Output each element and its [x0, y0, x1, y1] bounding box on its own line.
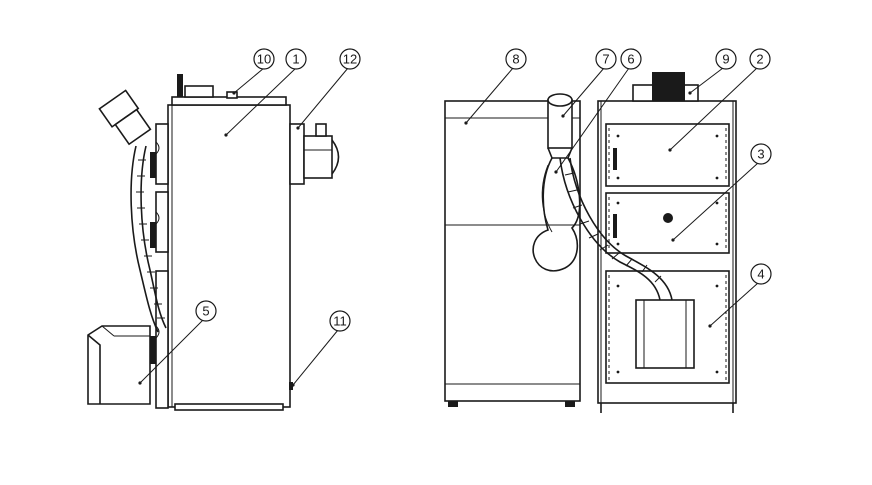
rear-view [444, 93, 581, 407]
sight-glass [663, 213, 673, 223]
side-upper-door [155, 123, 169, 185]
svg-text:2: 2 [756, 52, 763, 67]
side-view-base [174, 403, 284, 411]
front-view [559, 72, 737, 413]
callout-12: 12 [339, 48, 361, 70]
callout-6: 6 [620, 48, 642, 70]
burner-housing [635, 299, 695, 369]
feeder-motor [98, 89, 152, 146]
callout-8: 8 [505, 48, 527, 70]
svg-text:12: 12 [343, 52, 357, 67]
svg-text:1: 1 [292, 52, 299, 67]
side-view-boiler-body [167, 104, 291, 408]
flue-pipe [547, 99, 573, 149]
svg-text:8: 8 [512, 52, 519, 67]
front-feeder-hose [559, 157, 661, 301]
svg-text:9: 9 [722, 52, 729, 67]
middle-door [605, 192, 730, 254]
side-view [87, 74, 340, 411]
upper-door [605, 123, 730, 187]
side-view-top-fitting [184, 85, 214, 98]
callout-5: 5 [195, 300, 217, 322]
callout-9: 9 [715, 48, 737, 70]
svg-text:7: 7 [602, 52, 609, 67]
callout-7: 7 [595, 48, 617, 70]
flue-collar [289, 123, 305, 185]
callout-1: 1 [285, 48, 307, 70]
svg-text:6: 6 [627, 52, 634, 67]
callout-2: 2 [749, 48, 771, 70]
front-hinge-dots [616, 134, 719, 374]
rear-view-boiler-body [444, 100, 581, 402]
flow-connection [226, 91, 238, 99]
flue-fan [303, 135, 333, 179]
svg-text:11: 11 [333, 314, 347, 329]
svg-text:4: 4 [757, 267, 764, 282]
svg-text:5: 5 [202, 304, 209, 319]
callout-10: 10 [253, 48, 275, 70]
callout-3: 3 [750, 143, 772, 165]
side-lower-door [155, 270, 169, 409]
callout-11: 11 [329, 310, 351, 332]
callouts: 10 1 12 5 11 [138, 48, 772, 387]
svg-text:10: 10 [257, 52, 271, 67]
svg-text:3: 3 [757, 147, 764, 162]
feeder-auger-tube [130, 145, 159, 333]
pellet-hopper [87, 325, 151, 405]
callout-4: 4 [750, 263, 772, 285]
